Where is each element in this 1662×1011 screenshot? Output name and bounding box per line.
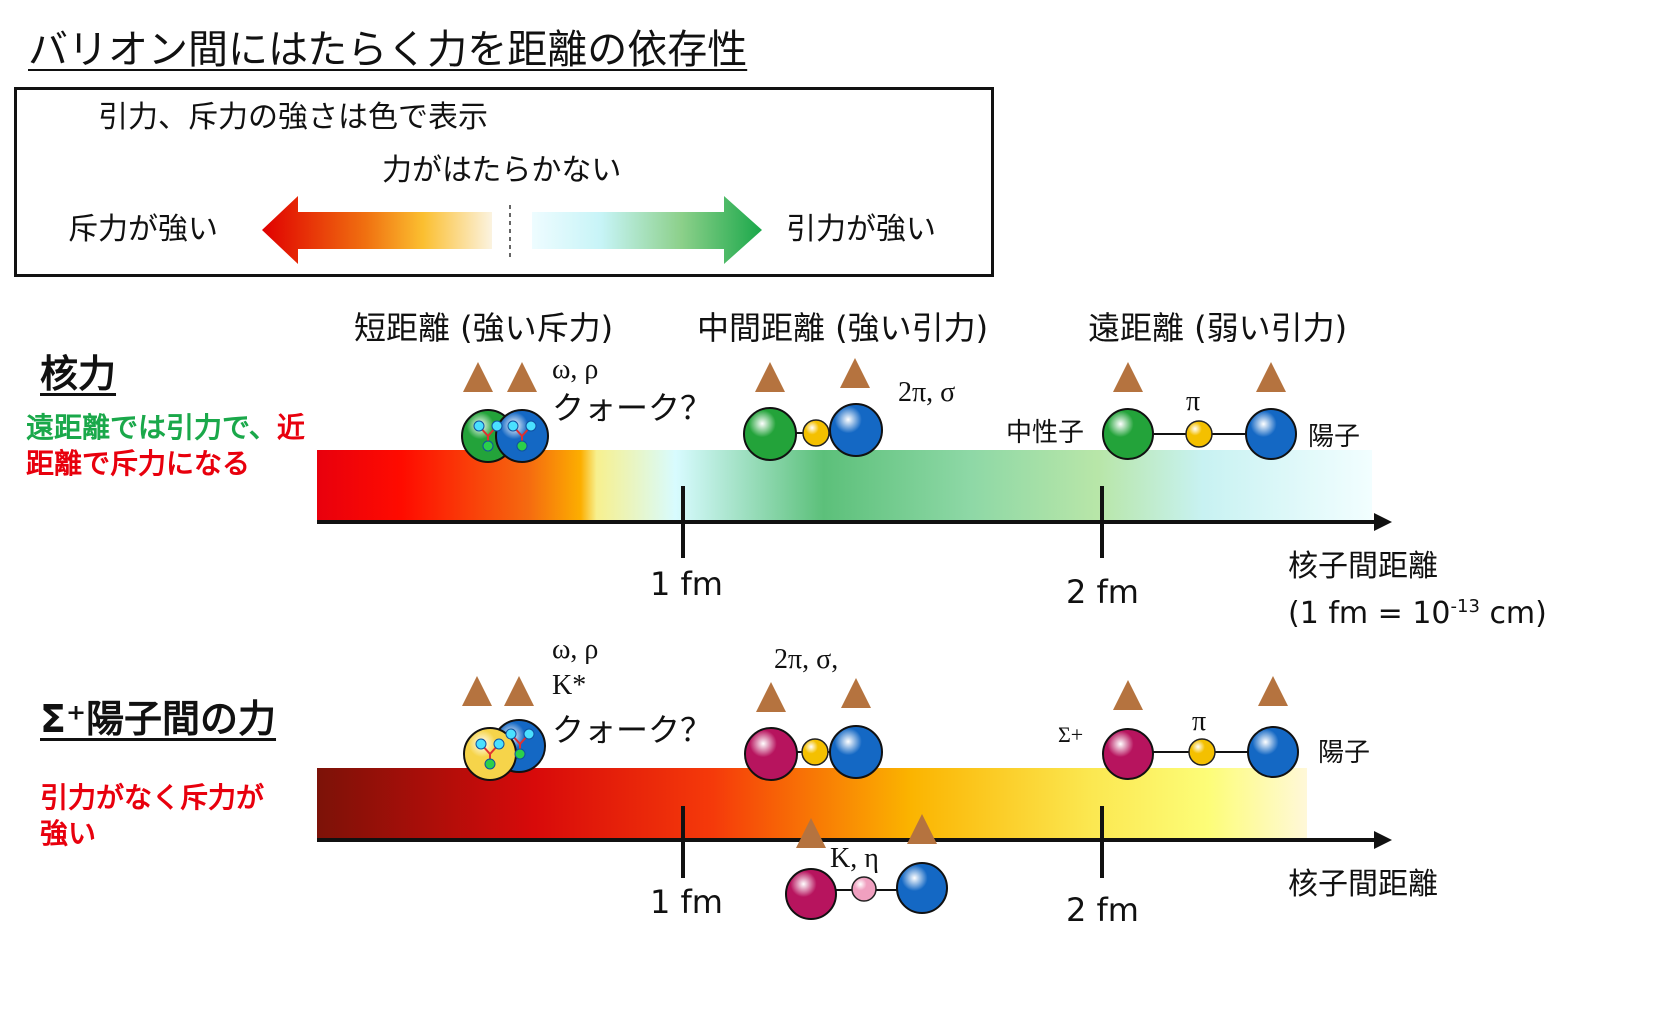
unit-suffix: cm) — [1479, 596, 1547, 631]
sig-short-s-spin-head — [462, 676, 492, 706]
sigma-tick-label-2fm: 2 fm — [1066, 891, 1139, 929]
nuclear-axis-arrowhead — [1374, 513, 1392, 531]
nuc-long-neutron — [1102, 408, 1154, 460]
nuclear-note-repulsion: 近距離で斥力になる — [26, 411, 305, 480]
sig-long-p-spin-head — [1258, 676, 1288, 706]
sigma-exchange-long: π — [1192, 706, 1207, 737]
sigma-particle-label: Σ+ — [1058, 722, 1084, 747]
nuc-short-proton-quark-1 — [525, 420, 537, 432]
nuclear-quark-label: クォーク？ — [552, 389, 713, 427]
sigma-note: 引力がなく斥力が強い — [40, 781, 265, 850]
repulsion-arrow — [262, 196, 492, 264]
sig-k-p-spin-head — [907, 814, 937, 844]
nuclear-force-bar — [317, 450, 1372, 522]
sig-short-proton-quark-1 — [523, 728, 535, 740]
sig-short-p-spin-head — [504, 676, 534, 706]
nuc-long-p-spin-head — [1256, 362, 1286, 392]
nuclear-exchange-mid: 2π, σ — [898, 377, 956, 408]
nuclear-tick-label-1fm: 1 fm — [650, 565, 723, 603]
sigma-axis-label: 核子間距離 — [1288, 867, 1438, 902]
nuclear-note-attraction: 遠距離では引力で、 — [26, 411, 277, 444]
sig-long-s-spin-head — [1113, 680, 1143, 710]
nuclear-exchange-short: ω, ρ — [552, 354, 599, 385]
legend-heading: 引力、斥力の強さは色で表示 — [98, 100, 488, 135]
sigma-exchange-short-2: K* — [552, 670, 587, 701]
legend-box — [14, 87, 994, 277]
nuc-mid-proton — [829, 403, 883, 457]
unit-exponent: -13 — [1450, 596, 1480, 617]
sig-mid-s-spin-head — [756, 682, 786, 712]
sigma-proton-label: 陽子 — [1318, 738, 1371, 768]
nuc-long-proton — [1245, 408, 1297, 460]
sig-mid-sigma — [744, 727, 798, 781]
nuc-short-neutron-quark-0 — [473, 420, 485, 432]
nuclear-exchange-long: π — [1186, 386, 1201, 417]
nuc-long-n-spin-head — [1113, 362, 1143, 392]
sig-long-pion — [1188, 738, 1216, 766]
attraction-arrow — [532, 196, 762, 264]
unit-note: (1 fm = 10-13 cm) — [1288, 598, 1547, 629]
nuclear-range-long: 遠距離 (弱い引力) — [1088, 309, 1348, 347]
sigma-exchange-mid: 2π, σ, — [774, 644, 839, 675]
sig-long-sigma — [1102, 728, 1154, 780]
nuc-mid-meson — [802, 419, 830, 447]
sig-mid-p-spin-head — [841, 678, 871, 708]
sig-k-sigma — [785, 868, 837, 920]
nuclear-proton-label: 陽子 — [1308, 422, 1361, 452]
nuc-short-proton-quark-0 — [507, 420, 519, 432]
nuc-mid-p-spin-head — [840, 358, 870, 388]
sigma-exchange-short-1: ω, ρ — [552, 634, 599, 665]
nuclear-range-mid: 中間距離 (強い引力) — [697, 309, 989, 347]
sig-long-proton — [1247, 726, 1299, 778]
sig-k-s-spin-head — [796, 818, 826, 848]
nuclear-axis-label: 核子間距離 — [1288, 549, 1438, 584]
page-title: バリオン間にはたらく力を距離の依存性 — [28, 27, 748, 73]
legend-repulsion-strong: 斥力が強い — [68, 212, 218, 247]
sig-k-meson — [851, 876, 877, 902]
nuc-short-n-spin-head — [463, 362, 493, 392]
sigma-exchange-k: K, η — [830, 843, 879, 874]
nuc-short-neutron-quark-1 — [491, 420, 503, 432]
legend-attraction-strong: 引力が強い — [786, 212, 936, 247]
sig-short-sigma-quark-0 — [475, 738, 487, 750]
nuc-short-neutron-quark-2 — [482, 440, 494, 452]
nuclear-note: 遠距離では引力で、近距離で斥力になる — [26, 410, 318, 482]
sigma-heading: Σ⁺陽子間の力 — [40, 697, 277, 741]
sig-mid-meson — [801, 738, 829, 766]
sigma-axis-arrowhead — [1374, 831, 1392, 849]
nuclear-heading: 核力 — [40, 352, 117, 396]
neutron-label: 中性子 — [1006, 418, 1085, 448]
sigma-tick-label-1fm: 1 fm — [650, 883, 723, 921]
sig-short-proton-quark-0 — [505, 728, 517, 740]
sig-short-sigma-quark-1 — [493, 738, 505, 750]
sig-short-proton-quark-2 — [514, 748, 526, 760]
nuc-short-p-spin-head — [507, 362, 537, 392]
nuc-mid-neutron — [743, 407, 797, 461]
nuc-short-proton-quark-2 — [516, 440, 528, 452]
sig-k-proton — [896, 862, 948, 914]
nuc-mid-n-spin-head — [755, 362, 785, 392]
unit-prefix: (1 fm = 10 — [1288, 596, 1451, 631]
sig-mid-proton — [829, 725, 883, 779]
legend-no-force: 力がはたらかない — [382, 153, 622, 188]
nuclear-range-short: 短距離 (強い斥力) — [354, 309, 614, 347]
sigma-quark-label: クォーク？ — [552, 711, 713, 749]
nuclear-tick-label-2fm: 2 fm — [1066, 573, 1139, 611]
sig-short-sigma-quark-2 — [484, 758, 496, 770]
particles-layer — [461, 358, 1299, 920]
nuc-long-pion — [1185, 420, 1213, 448]
